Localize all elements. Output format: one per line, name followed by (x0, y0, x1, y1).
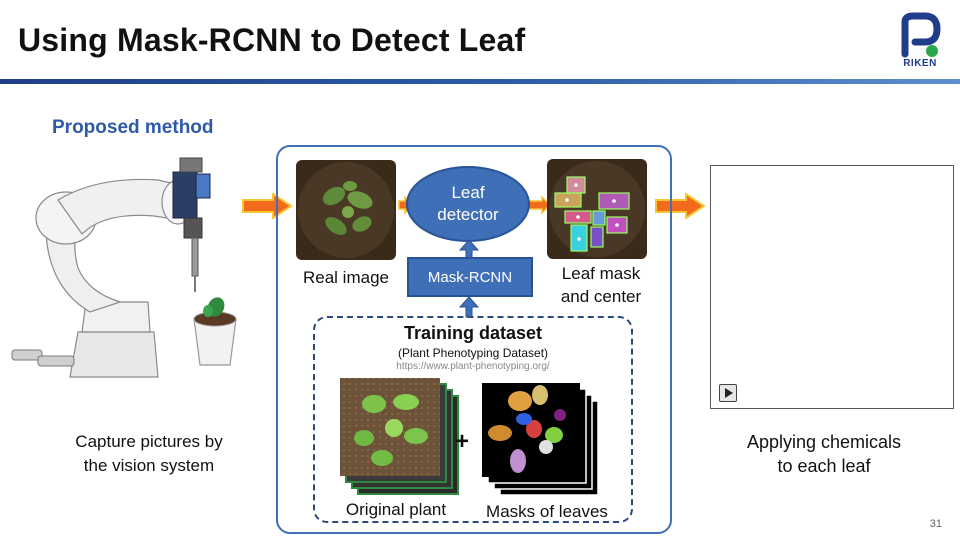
leaf-detector-node: Leaf detector (406, 166, 530, 242)
dataset-title: Training dataset (403, 323, 543, 343)
plus-sign: + (455, 428, 470, 455)
left-caption-line1: Capture pictures by (75, 432, 223, 451)
leaf-mask-photo (547, 159, 647, 259)
play-icon[interactable] (719, 384, 737, 402)
logo-text: RIKEN (903, 58, 937, 69)
mask-rcnn-box: Mask-RCNN (407, 257, 533, 297)
leaf-mask-line2: and center (560, 287, 642, 306)
riken-logo-icon (901, 12, 941, 58)
original-plant-label: Original plant (345, 500, 447, 519)
original-plant-stack (340, 378, 459, 495)
arrow-right-icon (242, 193, 293, 219)
riken-logo: RIKEN (893, 12, 947, 76)
right-caption: Applying chemicals to each leaf (712, 430, 936, 478)
leaf-masks-stack (482, 383, 599, 496)
robot-arm-illustration (11, 157, 211, 378)
left-caption-line2: the vision system (83, 456, 215, 475)
plant-pot-icon (193, 297, 237, 366)
training-dataset-panel (313, 316, 633, 523)
leaf-detector-line2: detector (437, 205, 499, 224)
leaf-masks-label: Masks of leaves (486, 502, 608, 521)
title-underline (0, 79, 960, 84)
right-caption-line2: to each leaf (777, 456, 871, 476)
arrow-up-icon (459, 239, 479, 259)
arrow-right-small-icon-2 (527, 196, 551, 214)
pipeline-panel (276, 145, 672, 534)
slide-title: Using Mask-RCNN to Detect Leaf (18, 22, 526, 58)
right-caption-line1: Applying chemicals (746, 432, 902, 452)
left-caption: Capture pictures by the vision system (40, 430, 258, 478)
dataset-url: https://www.plant-phenotyping.org/ (396, 361, 550, 372)
video-frame[interactable] (710, 165, 954, 409)
leaf-detector-line1: Leaf (451, 183, 485, 202)
arrow-up-icon-2 (459, 296, 479, 318)
dataset-subtitle: (Plant Phenotyping Dataset) (397, 346, 549, 360)
leaf-mask-label: Leaf mask and center (545, 262, 657, 308)
arrow-right-icon-2 (655, 193, 706, 219)
section-heading: Proposed method (52, 117, 214, 138)
real-image-label: Real image (303, 268, 389, 287)
real-image-photo (296, 160, 396, 260)
leaf-mask-line1: Leaf mask (561, 264, 641, 283)
page-number: 31 (929, 518, 942, 530)
